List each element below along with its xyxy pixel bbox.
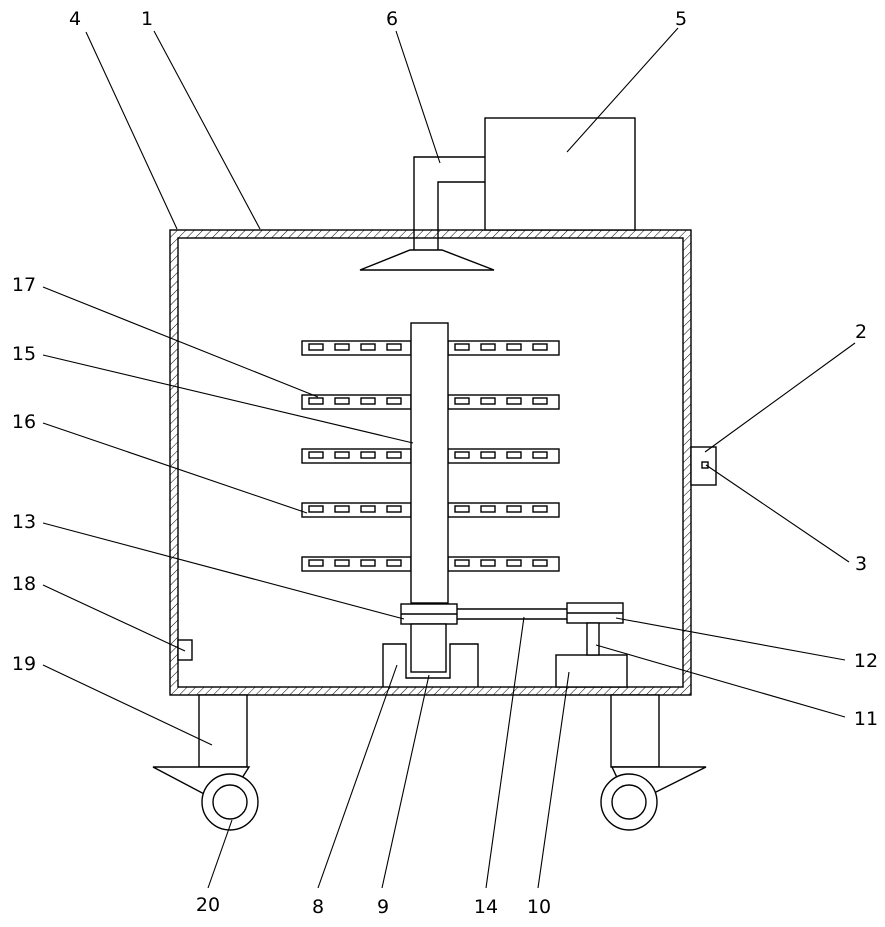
blade-slot — [507, 398, 521, 404]
blade-slot — [361, 506, 375, 512]
callout-8: 8 — [312, 896, 324, 918]
blade-slot — [455, 560, 469, 566]
blade-slot — [481, 398, 495, 404]
callout-3: 3 — [855, 553, 867, 575]
callout-17: 17 — [12, 274, 36, 296]
blade-slot — [361, 398, 375, 404]
top-motor — [485, 118, 635, 230]
blade-slot — [387, 344, 401, 350]
blade-slot — [533, 452, 547, 458]
blade-slot — [309, 398, 323, 404]
blade-slot — [309, 452, 323, 458]
blade-slot — [507, 344, 521, 350]
blade-slot — [361, 560, 375, 566]
blade-slot — [335, 506, 349, 512]
blade-slot — [387, 398, 401, 404]
blade-slot — [335, 452, 349, 458]
callout-13: 13 — [12, 511, 36, 533]
blade-slot — [533, 344, 547, 350]
callout-10: 10 — [527, 896, 551, 918]
blade-slot — [335, 560, 349, 566]
blade-slot — [533, 398, 547, 404]
blade-slot — [507, 506, 521, 512]
blade-slot — [455, 344, 469, 350]
callout-15: 15 — [12, 343, 36, 365]
callout-18: 18 — [12, 573, 36, 595]
blade-slot — [455, 506, 469, 512]
blade-slot — [335, 344, 349, 350]
callout-4: 4 — [69, 8, 81, 30]
callout-20: 20 — [196, 894, 220, 916]
blade-slot — [533, 506, 547, 512]
callout-9: 9 — [377, 896, 389, 918]
blade-slot — [481, 344, 495, 350]
blade-slot — [481, 506, 495, 512]
blade-slot — [335, 398, 349, 404]
blade-slot — [481, 452, 495, 458]
callout-5: 5 — [675, 8, 687, 30]
blade-slot — [309, 560, 323, 566]
callout-6: 6 — [386, 8, 398, 30]
blade-slot — [361, 344, 375, 350]
blade-slot — [309, 344, 323, 350]
blade-slot — [387, 452, 401, 458]
right-wheel — [601, 774, 657, 830]
blade-slot — [361, 452, 375, 458]
blade-slot — [481, 560, 495, 566]
blade-slot — [455, 398, 469, 404]
blade-slot — [387, 506, 401, 512]
blade-slot — [507, 560, 521, 566]
blade-slot — [507, 452, 521, 458]
callout-14: 14 — [474, 896, 498, 918]
callout-19: 19 — [12, 653, 36, 675]
callout-2: 2 — [855, 321, 867, 343]
left-wheel — [202, 774, 258, 830]
callout-1: 1 — [141, 8, 153, 30]
left-sensor — [178, 640, 192, 660]
blade-slot — [387, 560, 401, 566]
central-shaft — [411, 323, 448, 603]
callout-11: 11 — [854, 708, 878, 730]
callout-12: 12 — [854, 650, 878, 672]
side-box — [691, 447, 716, 485]
blade-slot — [309, 506, 323, 512]
blade-slot — [533, 560, 547, 566]
blade-slot — [455, 452, 469, 458]
callout-16: 16 — [12, 411, 36, 433]
